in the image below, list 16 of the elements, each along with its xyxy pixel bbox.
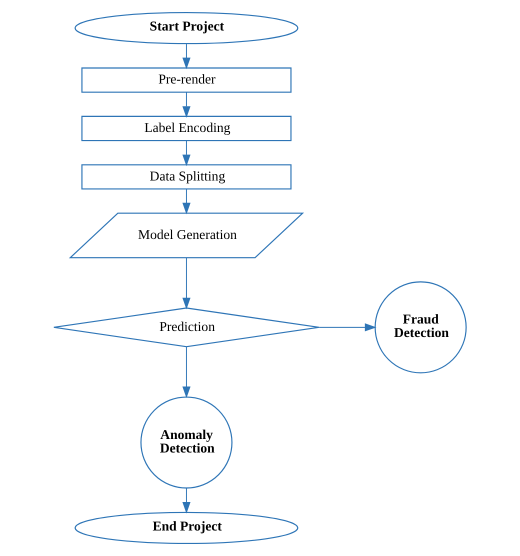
node-diamond: Prediction: [53, 307, 320, 348]
arrow: [182, 92, 191, 118]
arrow: [182, 188, 191, 214]
node-box: Data Splitting: [81, 164, 292, 190]
node-circle: Fraud Detection: [374, 281, 467, 374]
node-ellipse: End Project: [74, 512, 298, 544]
arrow: [182, 488, 191, 514]
node-circle: Anomaly Detection: [140, 396, 233, 489]
arrow: [182, 257, 191, 310]
arrow: [318, 323, 376, 332]
node-box: Label Encoding: [81, 116, 292, 142]
node-box: Pre-render: [81, 67, 292, 93]
node-ellipse: Start Project: [74, 12, 298, 44]
arrow: [182, 140, 191, 166]
arrow: [182, 44, 191, 70]
arrow: [182, 346, 191, 398]
